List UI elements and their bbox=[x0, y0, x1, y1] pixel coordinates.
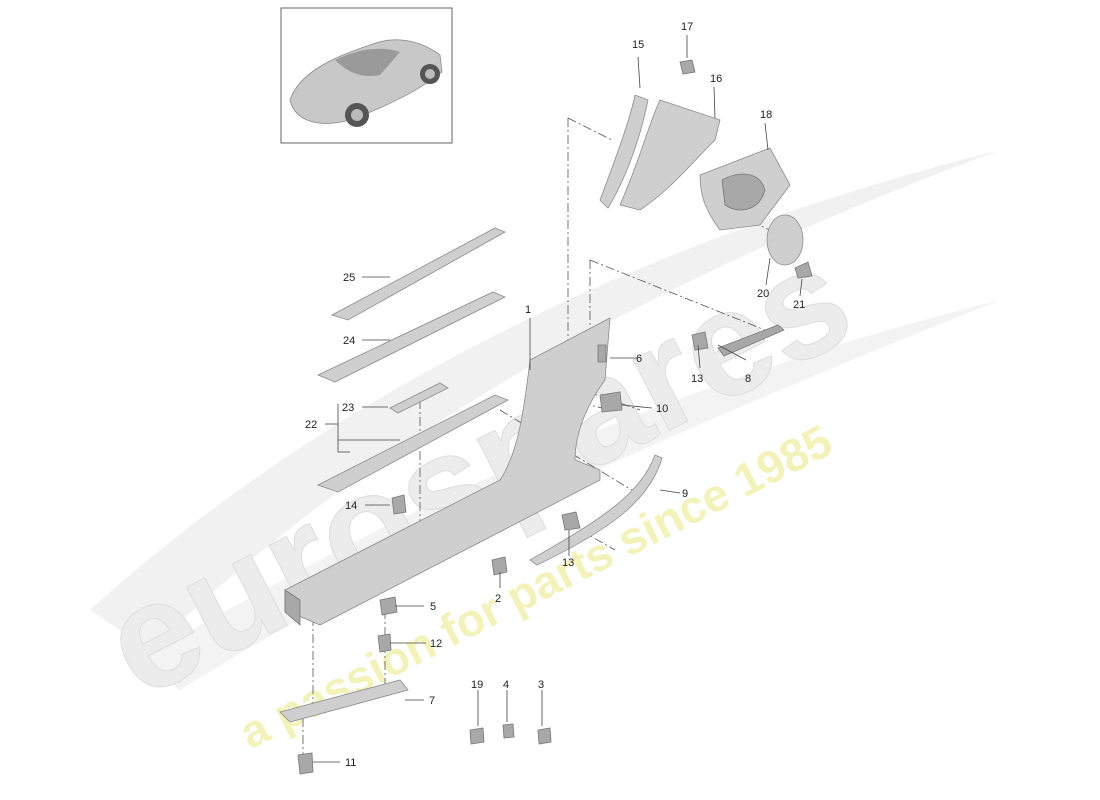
part-19-fastener bbox=[469, 727, 485, 745]
part-24-sill-trim bbox=[317, 291, 506, 383]
callout-15: 15 bbox=[632, 39, 644, 51]
callout-4: 4 bbox=[503, 679, 509, 691]
part-16-air-duct bbox=[619, 99, 721, 211]
callout-10: 10 bbox=[656, 403, 668, 415]
callout-16: 16 bbox=[710, 73, 722, 85]
callout-18: 18 bbox=[760, 109, 772, 121]
part-21-clip bbox=[794, 261, 813, 279]
part-1-side-panel bbox=[284, 317, 611, 626]
part-4-fastener bbox=[502, 723, 515, 739]
callout-8: 8 bbox=[745, 373, 751, 385]
part-9-seal-strip bbox=[529, 454, 663, 566]
callout-19: 19 bbox=[471, 679, 483, 691]
callout-6: 6 bbox=[636, 353, 642, 365]
callout-5: 5 bbox=[430, 601, 436, 613]
callout-25: 25 bbox=[343, 272, 355, 284]
part-13-grommet-lower bbox=[561, 511, 581, 531]
callout-9: 9 bbox=[682, 488, 688, 500]
callout-labels: 1 2 3 4 5 6 7 8 9 10 11 12 13 13 14 15 1… bbox=[305, 21, 805, 769]
callout-17: 17 bbox=[681, 21, 693, 33]
parts bbox=[279, 59, 813, 775]
callout-11: 11 bbox=[345, 757, 356, 769]
part-3-fastener bbox=[537, 727, 552, 745]
callout-12: 12 bbox=[430, 638, 442, 650]
part-17-clip bbox=[679, 59, 696, 75]
part-25-sill-trim bbox=[330, 227, 506, 321]
part-14-clip bbox=[391, 494, 407, 515]
callout-2: 2 bbox=[495, 593, 501, 605]
part-7-underbody-cover bbox=[279, 679, 409, 723]
part-10-clip bbox=[599, 391, 623, 413]
leader-lines bbox=[313, 35, 803, 763]
part-22-sill-cover bbox=[316, 394, 509, 493]
callout-7: 7 bbox=[429, 695, 435, 707]
part-15-pillar-trim bbox=[599, 94, 649, 209]
callout-20: 20 bbox=[757, 288, 769, 300]
callout-21: 21 bbox=[793, 299, 805, 311]
part-23-sill-insert bbox=[389, 382, 449, 414]
car-thumbnail-icon bbox=[289, 39, 443, 127]
callout-13-lower: 13 bbox=[562, 557, 574, 569]
car-thumbnail bbox=[280, 7, 453, 144]
part-12-screw bbox=[377, 633, 392, 653]
callout-13-upper: 13 bbox=[691, 373, 703, 385]
part-2-nut bbox=[491, 556, 508, 576]
part-5-clip bbox=[379, 596, 398, 616]
part-6-bolt bbox=[597, 344, 607, 363]
callout-3: 3 bbox=[538, 679, 544, 691]
callout-23: 23 bbox=[342, 402, 354, 414]
part-13-grommet-upper bbox=[691, 331, 709, 351]
callout-24: 24 bbox=[343, 335, 355, 347]
callout-14: 14 bbox=[345, 500, 357, 512]
part-8-seal-strip bbox=[717, 324, 785, 357]
callout-1: 1 bbox=[525, 304, 531, 316]
callout-22: 22 bbox=[305, 419, 317, 431]
part-20-grille bbox=[766, 214, 804, 266]
part-11-screw bbox=[297, 752, 314, 775]
